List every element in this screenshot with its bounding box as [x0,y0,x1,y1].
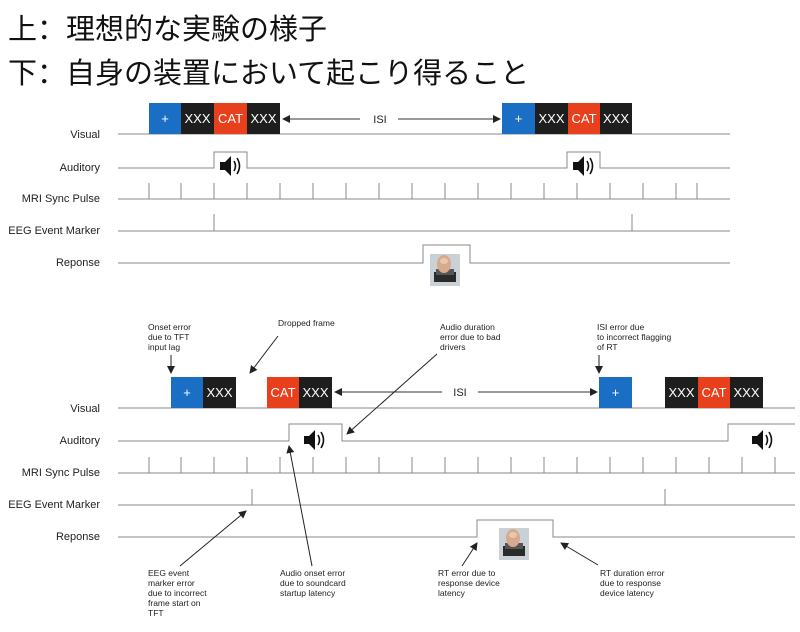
annotation-onset-error: Onset error due to TFT input lag [148,322,193,352]
stimulus-sequence-3: + XXX CAT XXX [171,377,332,408]
row-label-visual: Visual [70,129,100,141]
speaker-icon [751,429,773,451]
row-label-eeg: EEG Event Marker [8,499,100,511]
title-line-2: 下：自身の装置において起こり得ること [8,56,530,90]
ideal-panel: Visual Auditory MRI Sync Pulse EEG Event… [8,103,730,286]
xxx-box: XXX [206,385,232,400]
xxx-box: XXX [250,111,276,126]
annotation-eeg-error: EEG event marker error due to incorrect … [148,568,209,618]
stimulus-sequence-1: + XXX CAT XXX [149,103,280,134]
cat-box: CAT [571,111,596,126]
row-label-response: Reponse [56,531,100,543]
annotation-isi-error: ISI error due to incorrect flagging of R… [597,322,674,352]
xxx-box: XXX [184,111,210,126]
xxx-box: XXX [538,111,564,126]
row-label-auditory: Auditory [60,435,101,447]
row-label-mri: MRI Sync Pulse [22,467,100,479]
button-press-icon [430,254,460,286]
plus-box: + [183,385,191,400]
xxx-box: XXX [603,111,629,126]
row-label-response: Reponse [56,257,100,269]
plus-box: + [515,111,523,126]
annotation-audio-duration: Audio duration error due to bad drivers [440,322,503,352]
button-press-icon [499,528,529,560]
speaker-icon [219,155,241,177]
annotation-rt-duration: RT duration error due to response device… [600,568,667,598]
xxx-box: XXX [668,385,694,400]
row-label-visual: Visual [70,403,100,415]
row-label-eeg: EEG Event Marker [8,225,100,237]
plus-box: + [612,385,620,400]
annotation-audio-onset: Audio onset error due to soundcard start… [280,568,348,598]
title-line-1: 上：理想的な実験の様子 [8,12,328,46]
annotations: Onset error due to TFT input lag Dropped… [148,318,674,618]
xxx-box: XXX [302,385,328,400]
speaker-icon [572,155,594,177]
stimulus-sequence-2: + XXX CAT XXX [502,103,632,134]
isi-label: ISI [453,387,466,399]
plus-box: + [161,111,169,126]
stimulus-sequence-4: + XXX CAT XXX [599,377,763,408]
real-panel: Visual Auditory MRI Sync Pulse EEG Event… [8,377,795,560]
cat-box: CAT [270,385,295,400]
row-label-mri: MRI Sync Pulse [22,193,100,205]
annotation-dropped-frame: Dropped frame [278,318,335,328]
speaker-icon [303,429,325,451]
row-label-auditory: Auditory [60,162,101,174]
xxx-box: XXX [733,385,759,400]
isi-label: ISI [373,114,386,126]
cat-box: CAT [218,111,243,126]
annotation-rt-error: RT error due to response device latency [438,568,502,598]
cat-box: CAT [701,385,726,400]
